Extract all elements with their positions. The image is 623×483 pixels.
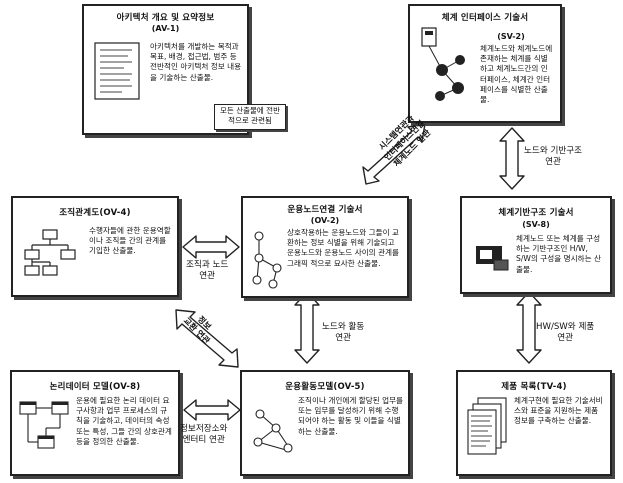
ov5-title: 운용활동모델(OV-5) bbox=[285, 382, 365, 392]
ov4-box: 조직관계도(OV-4) 수행자들에 관한 운용역할이나 조직들 간의 관계를 기… bbox=[11, 196, 179, 297]
arrow-diag-top bbox=[362, 123, 426, 185]
ov2-desc: 상호작용하는 운용노드와 그들이 교환하는 정보 식별을 위해 기술되고 운용노… bbox=[287, 228, 400, 268]
system-network-icon bbox=[421, 27, 465, 101]
sv2-box: 체계 인터페이스 기술서 (SV-2) 체계노드와 체계노드에 존재하는 체계를… bbox=[408, 4, 562, 123]
ov4-title: 조직관계도(OV-4) bbox=[59, 208, 131, 218]
arrow-node-activity bbox=[294, 291, 320, 364]
node-connection-icon bbox=[252, 231, 282, 289]
ov5-desc: 조직이나 개인에게 할당된 업무를 또는 임무를 달성하기 위해 수행되어야 하… bbox=[298, 396, 404, 436]
sv2-code: (SV-2) bbox=[497, 32, 525, 41]
data-model-icon bbox=[19, 401, 69, 449]
tv4-box: 제품 목록(TV-4) 체계구현에 필요한 기술서비스와 표준을 지원하는 제품… bbox=[456, 370, 612, 476]
av1-note: 모든 산출물에 전반적으로 관련됨 bbox=[214, 104, 286, 130]
sv2-desc: 체계노드와 체계노드에 존재하는 체계를 식별하고 체계노드간의 인터페이스, … bbox=[480, 44, 553, 105]
sv8-code: (SV-8) bbox=[522, 220, 550, 229]
label-node-activity: 노드와 활동 연관 bbox=[322, 322, 365, 343]
arrow-node-infra bbox=[499, 127, 525, 190]
label-node-infra: 노드와 기반구조 연관 bbox=[524, 146, 583, 167]
arrow-diag-left bbox=[175, 309, 239, 368]
sv2-title: 체계 인터페이스 기술서 bbox=[441, 13, 529, 23]
ov4-desc: 수행자들에 관한 운용역할이나 조직들 간의 관계를 기입한 산출물. bbox=[89, 226, 171, 256]
ov8-box: 논리데이터 모델(OV-8) 운용에 필요한 논리 데이터 요구사항과 업무 프… bbox=[10, 370, 180, 476]
document-icon bbox=[94, 42, 140, 100]
ov8-title: 논리데이터 모델(OV-8) bbox=[49, 382, 141, 392]
arrow-info-entity bbox=[183, 399, 241, 421]
sv8-desc: 체계노드 또는 체계를 구성하는 기반구조인 H/W, S/W의 구성을 명시하… bbox=[516, 234, 602, 274]
hardware-icon bbox=[476, 246, 509, 271]
tv4-desc: 체계구현에 필요한 기술서비스와 표준을 지원하는 제품정보를 구축하는 산출물… bbox=[514, 396, 603, 426]
org-chart-icon bbox=[24, 229, 76, 276]
label-hw-sw: HW/SW와 제품 연관 bbox=[536, 322, 595, 343]
sv8-title: 체계기반구조 기술서 bbox=[498, 208, 574, 218]
label-org-node: 조직과 노드 연관 bbox=[186, 260, 229, 281]
av1-code: (AV-1) bbox=[151, 24, 180, 33]
arrow-hw-sw bbox=[516, 291, 542, 364]
sv8-box: 체계기반구조 기술서 (SV-8) 체계노드 또는 체계를 구성하는 기반구조인… bbox=[460, 196, 612, 294]
product-list-icon bbox=[467, 397, 507, 455]
ov8-desc: 운용에 필요한 논리 데이터 요구사항과 업무 프로세스의 규칙을 기술하고, … bbox=[76, 396, 172, 446]
ov2-code: (OV-2) bbox=[310, 216, 340, 225]
arrow-org-node bbox=[182, 235, 240, 259]
ov2-title: 운용노드연결 기술서 bbox=[287, 205, 363, 215]
ov5-box: 운용활동모델(OV-5) 조직이나 개인에게 할당된 업무를 또는 임무를 달성… bbox=[240, 370, 410, 476]
activity-model-icon bbox=[253, 409, 293, 453]
av1-title: 아키텍처 개요 및 요약정보 bbox=[116, 13, 215, 23]
ov2-box: 운용노드연결 기술서 (OV-2) 상호작용하는 운용노드와 그들이 교환하는 … bbox=[241, 196, 409, 298]
tv4-title: 제품 목록(TV-4) bbox=[501, 382, 567, 392]
av1-desc: 아키텍처를 개발하는 목적과 목표, 배경, 접근법, 범주 등 전반적인 아키… bbox=[150, 42, 242, 82]
label-info-entity: 정보저장소와 엔터티 연관 bbox=[180, 424, 228, 445]
